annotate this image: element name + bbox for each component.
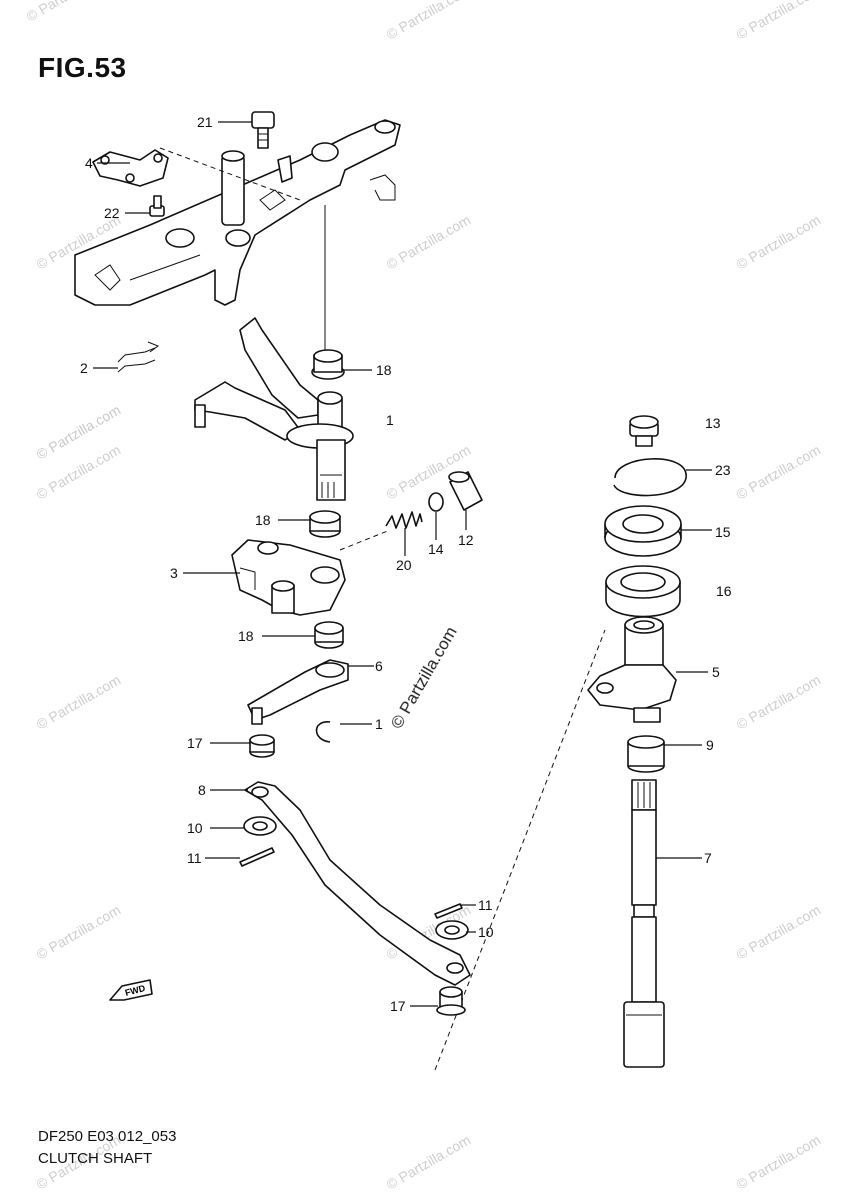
part-19-circlip xyxy=(315,721,331,743)
callout-labels: 21 4 22 2 18 1 13 23 15 16 12 14 20 18 3… xyxy=(80,114,732,1014)
part-17-bushing-lower xyxy=(436,986,466,1016)
svg-text:© Partzilla.com: © Partzilla.com xyxy=(384,0,474,43)
svg-text:© Partzilla.com: © Partzilla.com xyxy=(384,1132,474,1193)
callout-15: 15 xyxy=(715,524,731,540)
svg-text:© Partzilla.com: © Partzilla.com xyxy=(734,1132,824,1193)
callout-10: 10 xyxy=(187,820,203,836)
part-10-washer-hole xyxy=(252,821,268,831)
callout-14: 14 xyxy=(428,541,444,557)
callout-12: 12 xyxy=(458,532,474,548)
part-16-bearing xyxy=(605,565,681,618)
callout-22: 22 xyxy=(104,205,120,221)
callout-11: 11 xyxy=(187,850,202,866)
callout-2: 2 xyxy=(80,360,88,376)
part-2-clip xyxy=(117,341,160,373)
svg-text:© Partzilla.com: © Partzilla.com xyxy=(34,902,124,963)
part-22-screw xyxy=(149,195,165,217)
callout-18: 18 xyxy=(238,628,254,644)
callout-19: 1 xyxy=(375,716,383,732)
callout-4: 4 xyxy=(85,155,93,171)
part-13-plug xyxy=(629,415,659,447)
part-18-bushing-mid xyxy=(309,510,341,538)
svg-text:© Partzilla.com: © Partzilla.com xyxy=(734,0,824,43)
part-1-shift-lever xyxy=(194,317,354,501)
part-10-washer-hole xyxy=(444,925,460,935)
svg-text:© Partzilla.com: © Partzilla.com xyxy=(734,442,824,503)
part-4-plate xyxy=(92,149,169,187)
part-5-cam xyxy=(587,616,677,723)
callout-3: 3 xyxy=(170,565,178,581)
callout-1: 1 xyxy=(386,412,394,428)
callout-17: 17 xyxy=(187,735,203,751)
leader-lines xyxy=(93,121,712,1007)
callout-13: 13 xyxy=(705,415,721,431)
callout-11: 11 xyxy=(478,897,493,913)
part-6-lever xyxy=(247,659,349,725)
svg-text:© Partzilla.com: © Partzilla.com xyxy=(734,212,824,273)
callout-23: 23 xyxy=(715,462,731,478)
callout-10: 10 xyxy=(478,924,494,940)
callout-9: 9 xyxy=(706,737,714,753)
callout-7: 7 xyxy=(704,850,712,866)
svg-text:© Partzilla.com: © Partzilla.com xyxy=(384,212,474,273)
part-18-bushing-top xyxy=(311,349,345,380)
figure-name: CLUTCH SHAFT xyxy=(38,1150,153,1167)
part-15-bearing xyxy=(604,505,682,557)
part-20-spring xyxy=(385,511,423,529)
callout-20: 20 xyxy=(396,557,412,573)
alignment-line xyxy=(339,529,391,551)
part-17-bushing-upper xyxy=(249,734,275,758)
callout-5: 5 xyxy=(712,664,720,680)
figure-title: FIG.53 xyxy=(38,52,127,83)
svg-text:© Partzilla.com: © Partzilla.com xyxy=(734,672,824,733)
alignment-line xyxy=(159,147,301,201)
callout-18: 18 xyxy=(376,362,392,378)
callout-17: 17 xyxy=(390,998,406,1014)
part-23-circlip xyxy=(613,458,687,497)
svg-text:© Partzilla.com: © Partzilla.com xyxy=(734,902,824,963)
part-14-ring xyxy=(428,492,444,512)
fwd-arrow-icon: FWD xyxy=(109,979,153,1001)
watermark-text: © Partzilla.com xyxy=(387,623,461,732)
callout-6: 6 xyxy=(375,658,383,674)
svg-text:© Partzilla.com: © Partzilla.com xyxy=(34,672,124,733)
svg-text:© Partzilla.com: © Partzilla.com xyxy=(24,0,114,25)
part-11-cotter-pin xyxy=(434,903,463,919)
alignment-line xyxy=(434,629,606,1071)
callout-18: 18 xyxy=(255,512,271,528)
part-7-shaft xyxy=(623,779,665,1068)
callout-8: 8 xyxy=(198,782,206,798)
part-18-bushing-low xyxy=(314,621,344,649)
part-12-sleeve xyxy=(448,471,483,511)
figure-code: DF250 E03 012_053 xyxy=(38,1128,177,1145)
bracket-assembly xyxy=(74,119,401,306)
part-3-housing xyxy=(231,539,346,616)
part-9-bushing xyxy=(627,735,665,773)
part-21-bolt xyxy=(251,111,275,149)
callout-16: 16 xyxy=(716,583,732,599)
part-8-rod xyxy=(244,781,471,986)
callout-21: 21 xyxy=(197,114,213,130)
part-11-cotter-pin xyxy=(239,847,275,867)
